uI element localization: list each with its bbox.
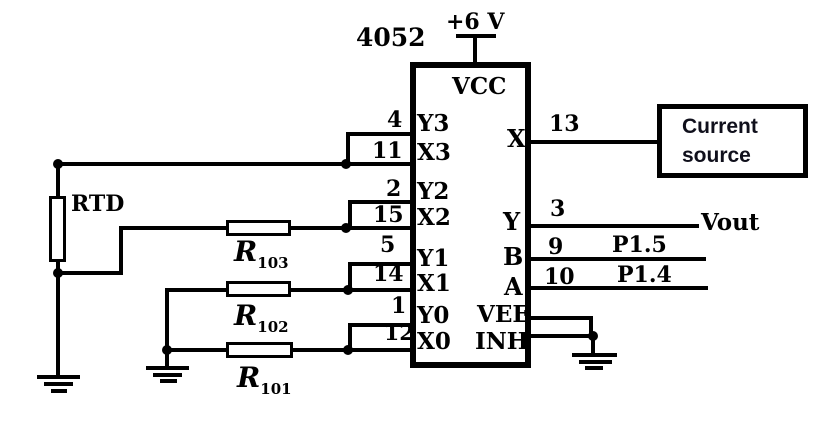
wire-y-pin-vout (529, 224, 699, 228)
pin-name-x0: X0 (417, 328, 451, 355)
resistor-r102-subscript: 102 (257, 318, 289, 336)
resistor-r101-name: R (237, 361, 261, 394)
wire-x-pin (529, 140, 660, 144)
ground-rtd-bar1 (37, 375, 80, 379)
net-label-vout: Vout (701, 209, 760, 236)
wire-rtd-top (56, 162, 60, 200)
pin-name-y0: Y0 (417, 302, 450, 329)
pin-number-x1: 14 (373, 261, 404, 287)
current-source-line1: Current (682, 115, 758, 138)
wire-y2-stub (350, 200, 412, 204)
pin-number-x0: 12 (384, 320, 415, 346)
pin-name-inh: INH (475, 328, 529, 355)
pin-name-b: B (503, 242, 524, 271)
ground-left-bar2 (153, 373, 182, 377)
pin-name-x3: X3 (417, 139, 451, 166)
resistor-r101-body (226, 342, 293, 358)
junction-x2 (341, 223, 351, 233)
junction-rtd-bottom (53, 268, 63, 278)
pin-number-y1: 5 (380, 232, 396, 258)
current-source-line2: source (682, 144, 751, 167)
wire-y2-step (348, 200, 352, 230)
wire-inh (529, 334, 595, 338)
resistor-r102-label: R102 (234, 302, 289, 335)
wire-b-pin (529, 257, 706, 261)
pin-name-y: Y (503, 207, 521, 236)
ground-right-bar1 (572, 353, 617, 357)
ground-rtd-bar3 (51, 389, 67, 393)
junction-x0 (343, 345, 353, 355)
pin-name-x1: X1 (417, 270, 451, 297)
ground-right-bar3 (585, 366, 603, 370)
power-supply-label: +6 V (446, 9, 505, 35)
resistor-r103-name: R (234, 235, 258, 268)
pin-name-x2: X2 (417, 204, 451, 231)
junction-gnd-left (162, 345, 172, 355)
chip-vcc-label: VCC (452, 73, 507, 100)
wire-inh-ground (591, 334, 595, 356)
pin-name-y1: Y1 (417, 245, 450, 272)
wire-x3-row (56, 162, 412, 166)
wire-gnd2-riser (165, 288, 169, 369)
wire-vee (529, 316, 593, 320)
junction-x1 (343, 285, 353, 295)
current-source-box: Current source (657, 104, 808, 178)
power-bar (456, 34, 496, 38)
wire-x2-step (119, 226, 123, 275)
wire-y0-step (348, 323, 352, 352)
rtd-body (49, 196, 66, 262)
wire-y0-stub (350, 323, 412, 327)
pin-number-y: 3 (550, 196, 566, 222)
wire-rtd-bottom (54, 271, 123, 275)
resistor-r103-label: R103 (234, 238, 289, 271)
pin-number-y2: 2 (386, 176, 402, 202)
wire-vee-drop (589, 316, 593, 338)
net-label-p1-4: P1.4 (617, 262, 672, 288)
ground-left-bar3 (160, 379, 177, 383)
chip-part-number: 4052 (356, 23, 426, 52)
resistor-r101-subscript: 101 (260, 380, 292, 398)
ground-left-bar1 (146, 366, 189, 370)
resistor-r102-name: R (234, 299, 258, 332)
pin-number-x: 13 (549, 111, 580, 137)
pin-name-y2: Y2 (417, 178, 450, 205)
wire-y1-stub (350, 262, 412, 266)
resistor-r103-body (226, 220, 291, 236)
resistor-r103-subscript: 103 (257, 254, 289, 272)
wire-y3-step (346, 132, 350, 166)
wire-y1-step (348, 262, 352, 292)
pin-number-y3: 4 (387, 107, 403, 133)
junction-inh-gnd (588, 331, 598, 341)
pin-name-y3: Y3 (417, 110, 450, 137)
wire-power-drop (473, 37, 477, 65)
pin-number-b: 9 (548, 234, 564, 260)
resistor-r102-body (226, 281, 291, 297)
wire-y3-stub (348, 132, 412, 136)
ground-right-bar2 (579, 360, 612, 364)
wire-rtd-ground (56, 256, 60, 378)
pin-name-vee: VEE (477, 301, 530, 328)
pin-name-x: X (507, 124, 526, 153)
ground-rtd-bar2 (44, 382, 73, 386)
pin-number-y0: 1 (391, 293, 407, 319)
pin-number-x2: 15 (373, 202, 404, 228)
pin-number-a: 10 (544, 264, 575, 290)
mux-4052-box (410, 62, 531, 368)
resistor-r101-label: R101 (237, 364, 292, 397)
junction-rtd-top (53, 159, 63, 169)
net-label-p1-5: P1.5 (612, 232, 667, 258)
rtd-label: RTD (71, 191, 125, 217)
junction-x3 (341, 159, 351, 169)
pin-number-x3: 11 (372, 138, 403, 164)
pin-name-a: A (504, 272, 523, 301)
wire-a-pin (529, 286, 708, 290)
